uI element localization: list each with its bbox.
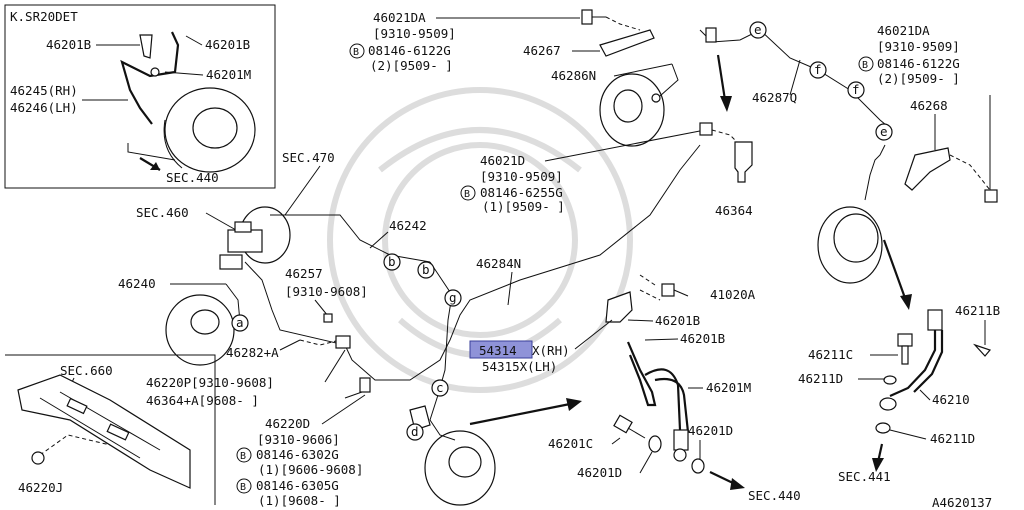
marker-g: g [449, 290, 457, 305]
label-46211D-a[interactable]: 46211D [798, 371, 843, 386]
label-54314-suffix[interactable]: X(RH) [532, 343, 570, 358]
label-46021DA-top[interactable]: 46021DA [373, 10, 426, 25]
label-54314-number[interactable]: 54314 [479, 343, 517, 358]
inset-label-46246[interactable]: 46246(LH) [10, 100, 78, 115]
label-bolt-6255G[interactable]: 08146-6255G [480, 185, 563, 200]
label-sec441-link[interactable]: SEC.441 [838, 469, 891, 484]
label-46364[interactable]: 46364 [715, 203, 753, 218]
crossmember-inset: SEC.660 46220J [5, 354, 216, 505]
marker-f-2: f [852, 82, 860, 97]
label-46364A[interactable]: 46364+A[9608- ] [146, 393, 259, 408]
marker-e-2: e [880, 124, 888, 139]
label-46220J[interactable]: 46220J [18, 480, 63, 495]
bolt-mark-6255G: B [464, 189, 470, 200]
label-46242[interactable]: 46242 [389, 218, 427, 233]
label-46201M[interactable]: 46201M [706, 380, 751, 395]
marker-d: d [411, 424, 419, 439]
marker-e-1: e [754, 22, 762, 37]
label-46268[interactable]: 46268 [910, 98, 948, 113]
label-46021D-range: [9310-9509] [480, 169, 563, 184]
label-sec440-link[interactable]: SEC.440 [748, 488, 801, 503]
label-bolt-6122G-top[interactable]: 08146-6122G [368, 43, 451, 58]
label-46257-range: [9310-9608] [285, 284, 368, 299]
label-46211D-b[interactable]: 46211D [930, 431, 975, 446]
label-46220P[interactable]: 46220P[9310-9608] [146, 375, 274, 390]
bolt-mark-6305G: B [240, 482, 246, 493]
label-46021D[interactable]: 46021D [480, 153, 525, 168]
label-46220D-range: [9310-9606] [257, 432, 340, 447]
marker-b-2: b [422, 262, 430, 277]
label-sec660[interactable]: SEC.660 [60, 363, 113, 378]
front-right-brake-area: 46021DA [9310-9509] B 08146-6122G (2)[95… [817, 23, 998, 310]
label-46201D-b[interactable]: 46201D [577, 465, 622, 480]
master-cylinder-area: SEC.470 SEC.460 46242 46240 46257 [9310-… [118, 144, 701, 508]
label-bolt-6305G[interactable]: 08146-6305G [256, 478, 339, 493]
label-46211C[interactable]: 46211C [808, 347, 853, 362]
label-54315[interactable]: 54315X(LH) [482, 359, 557, 374]
marker-c: c [436, 380, 444, 395]
front-left-brake-area: 46021DA [9310-9509] B 08146-6122G (2)[95… [349, 9, 893, 147]
label-46201B-mid-a[interactable]: 46201B [655, 313, 700, 328]
label-46240[interactable]: 46240 [118, 276, 156, 291]
label-46267[interactable]: 46267 [523, 43, 561, 58]
label-bolt-6305G-qty: (1)[9608- ] [258, 493, 341, 508]
diagram-id: A4620137 [932, 495, 992, 510]
route-markers: a b b g c d e f f e [231, 21, 893, 441]
label-bolt-6255G-qty: (1)[9509- ] [482, 199, 565, 214]
label-bolt-6302G-qty: (1)[9606-9608] [258, 462, 363, 477]
label-46220D[interactable]: 46220D [265, 416, 310, 431]
label-bolt-6302G[interactable]: 08146-6302G [256, 447, 339, 462]
label-bolt-6122G-right-qty: (2)[9509- ] [877, 71, 960, 86]
inset-label-46245[interactable]: 46245(RH) [10, 83, 78, 98]
label-bolt-6122G-top-qty: (2)[9509- ] [370, 58, 453, 73]
bolt-mark-6302G: B [240, 451, 246, 462]
marker-b-1: b [388, 254, 396, 269]
inset-label-46201B-b[interactable]: 46201B [205, 37, 250, 52]
marker-a: a [236, 315, 244, 330]
label-sec460[interactable]: SEC.460 [136, 205, 189, 220]
label-46286N[interactable]: 46286N [551, 68, 596, 83]
label-sec470[interactable]: SEC.470 [282, 150, 335, 165]
label-46021DA-right[interactable]: 46021DA [877, 23, 930, 38]
label-46201D-a[interactable]: 46201D [688, 423, 733, 438]
center-line-area: 46021D [9310-9509] B 08146-6255G (1)[950… [409, 122, 801, 506]
bolt-mark-6122G-right: B [862, 60, 868, 71]
marker-f-1: f [814, 62, 822, 77]
label-46021DA-right-range: [9310-9509] [877, 39, 960, 54]
bolt-mark-6122G-top: B [353, 47, 359, 58]
label-46287Q[interactable]: 46287Q [752, 90, 797, 105]
engine-inset: K.SR20DET 46201B 46201B 46201M 46245(RH)… [4, 4, 276, 189]
label-46201C[interactable]: 46201C [548, 436, 593, 451]
label-41020A[interactable]: 41020A [710, 287, 756, 302]
label-46201B-mid-b[interactable]: 46201B [680, 331, 725, 346]
label-46284N[interactable]: 46284N [476, 256, 521, 271]
label-46210[interactable]: 46210 [932, 392, 970, 407]
highlight-54314 [469, 340, 533, 359]
label-46282A[interactable]: 46282+A [226, 345, 279, 360]
label-bolt-6122G-right[interactable]: 08146-6122G [877, 56, 960, 71]
label-46211B[interactable]: 46211B [955, 303, 1000, 318]
label-46021DA-top-range: [9310-9509] [373, 26, 456, 41]
rear-hose-detail: 46211B 46211C 46211D 46210 46211D SEC.44… [798, 303, 1000, 510]
inset-label-46201M[interactable]: 46201M [206, 67, 251, 82]
inset-label-46201B-a[interactable]: 46201B [46, 37, 91, 52]
label-46257[interactable]: 46257 [285, 266, 323, 281]
inset-engine-label: K.SR20DET [10, 9, 78, 24]
inset-sec440-link[interactable]: SEC.440 [166, 170, 219, 185]
